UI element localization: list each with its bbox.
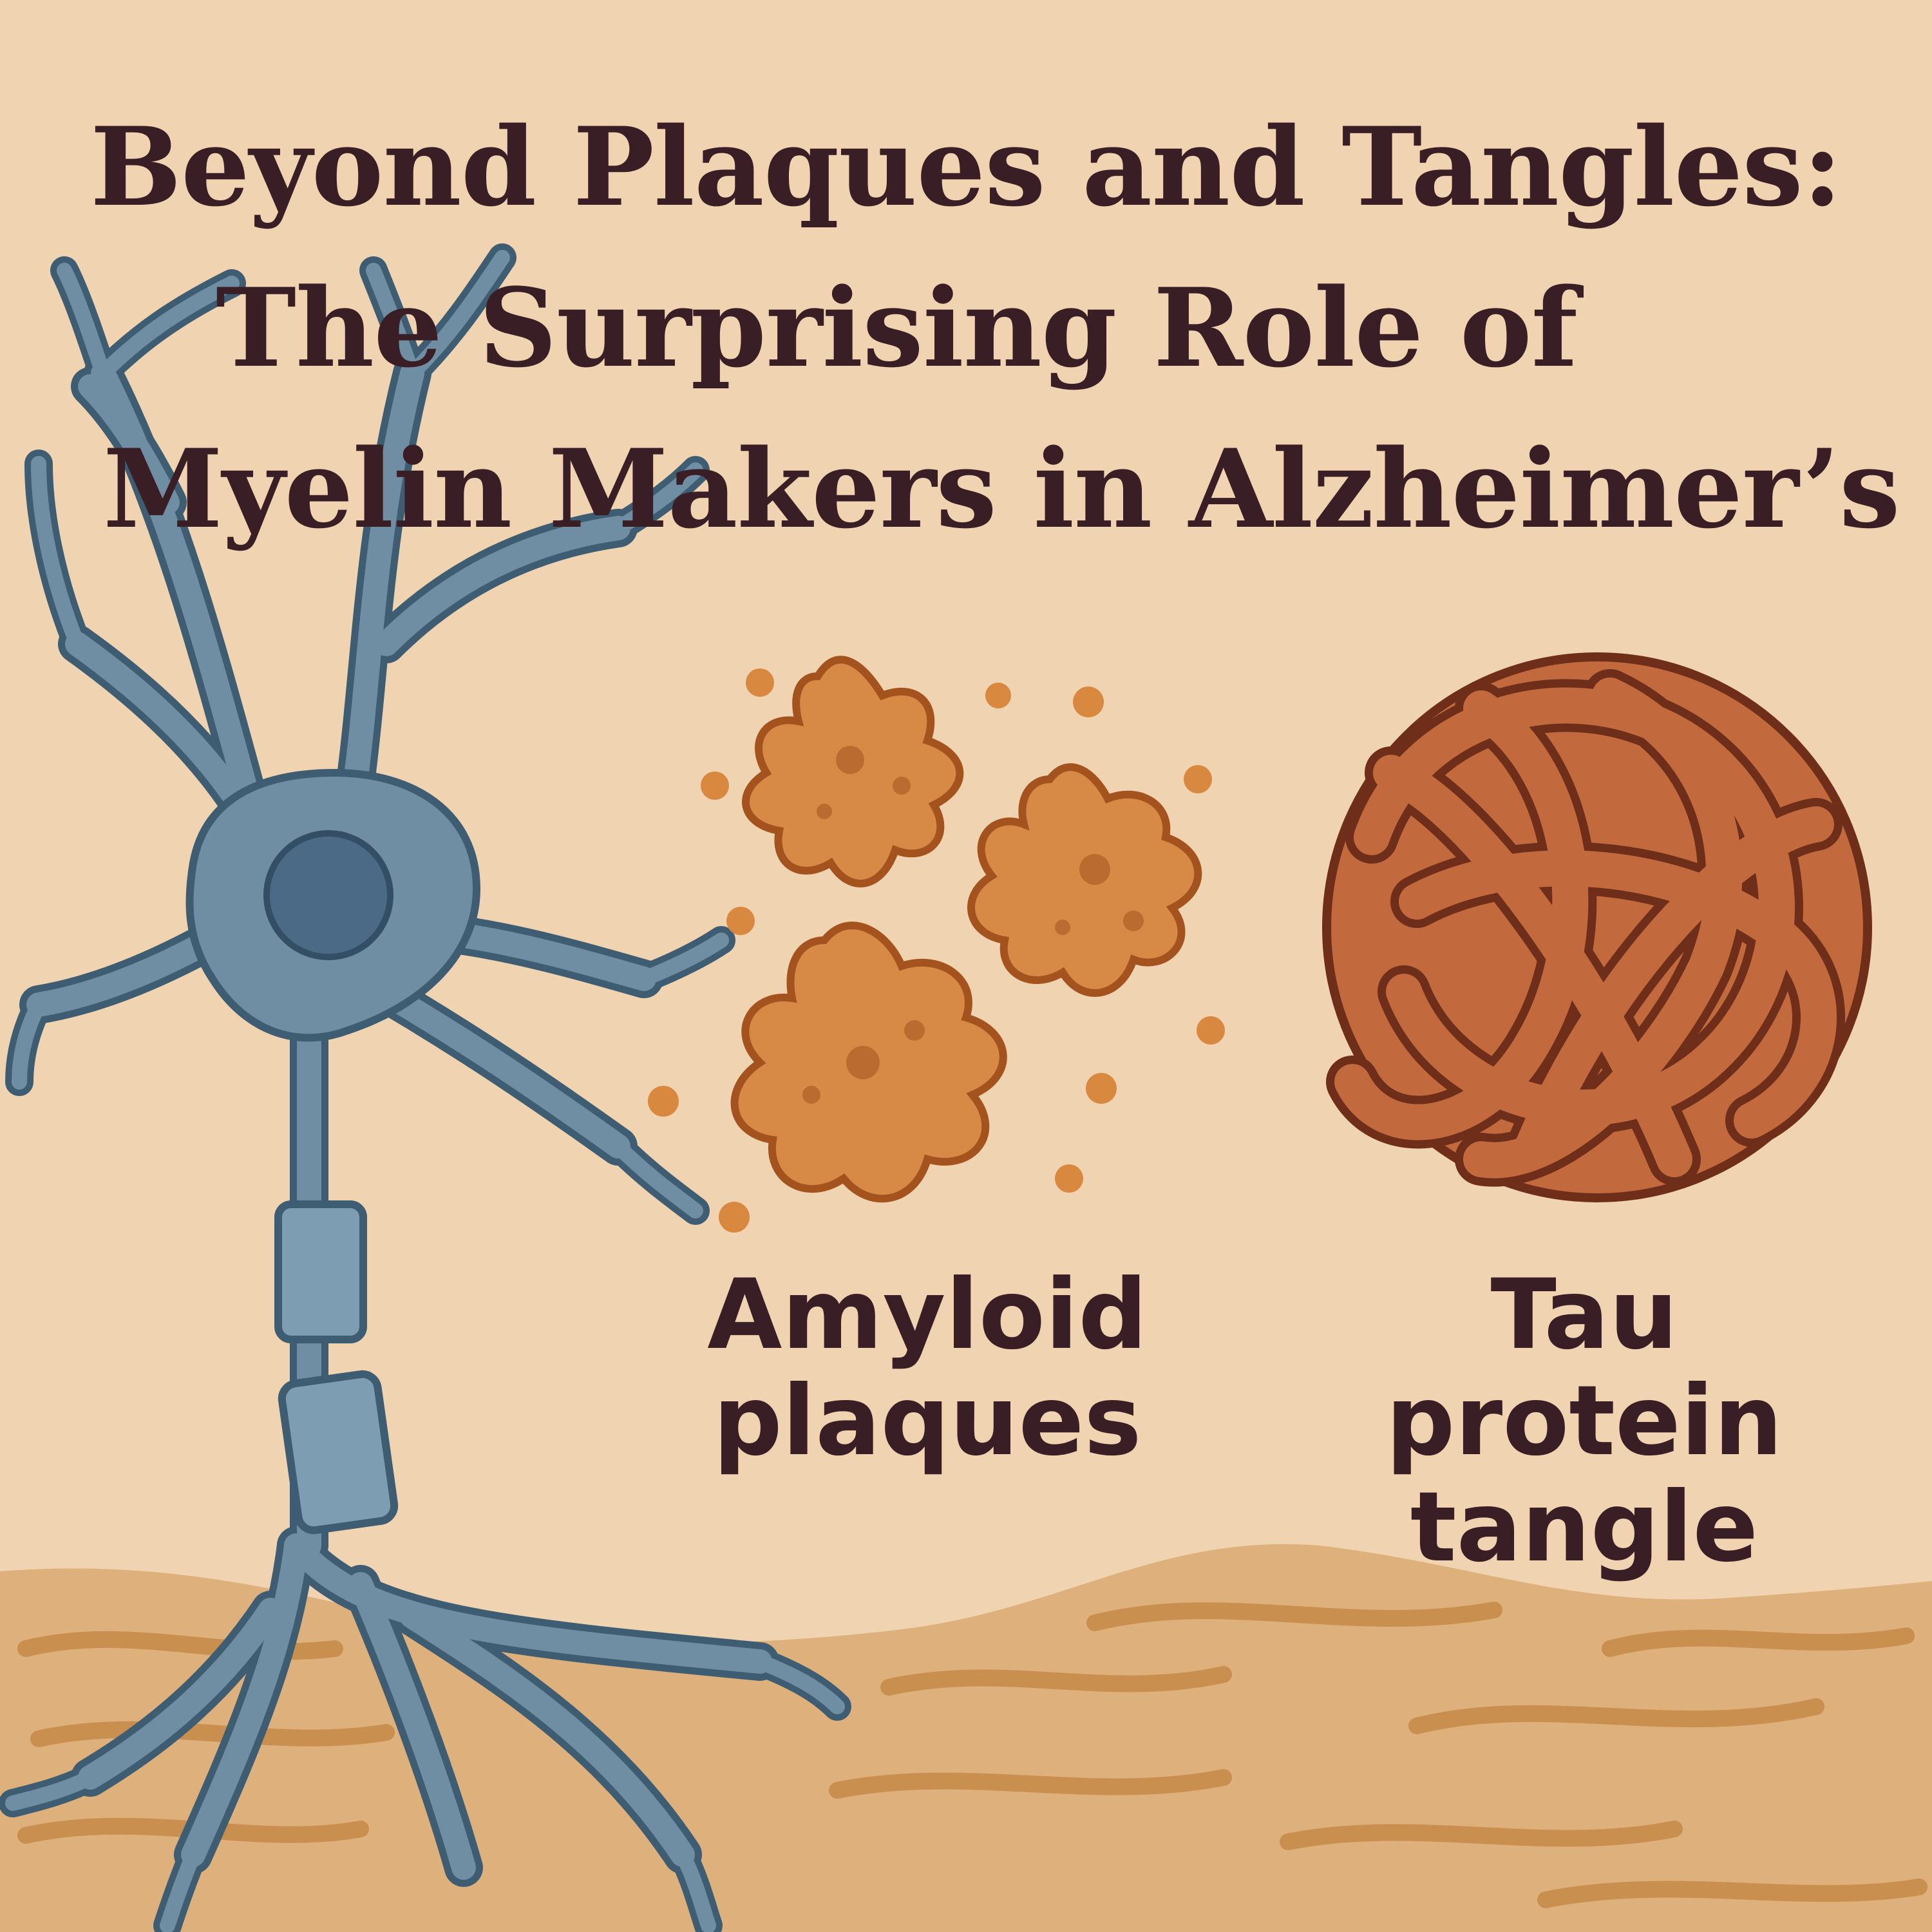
amyloid-label-line-2: plaques: [713, 1365, 1142, 1477]
tau-label-line-2: tangle: [1410, 1472, 1759, 1584]
title-line-1: Beyond Plaques and Tangles:: [90, 103, 1842, 231]
myelin-sheath: [278, 1370, 399, 1535]
myelin-sheath: [274, 1200, 367, 1343]
amyloid-label-line-1: Amyloid: [707, 1259, 1148, 1371]
title-line-3: Myelin Makers in Alzheimer’s: [103, 425, 1900, 553]
neuron-nucleus: [263, 830, 393, 960]
amyloid-plaque-icon: [648, 656, 1225, 1233]
amyloid-plaques-label: Amyloid plaques: [683, 1262, 1172, 1475]
title-line-2: The Surprising Role of: [216, 264, 1578, 392]
tau-label-line-1: Tau protein: [1385, 1259, 1783, 1477]
tau-tangle-icon: [1322, 652, 1872, 1202]
neuron-icon: [0, 243, 851, 1932]
tau-tangle-label: Tau protein tangle: [1307, 1262, 1861, 1581]
